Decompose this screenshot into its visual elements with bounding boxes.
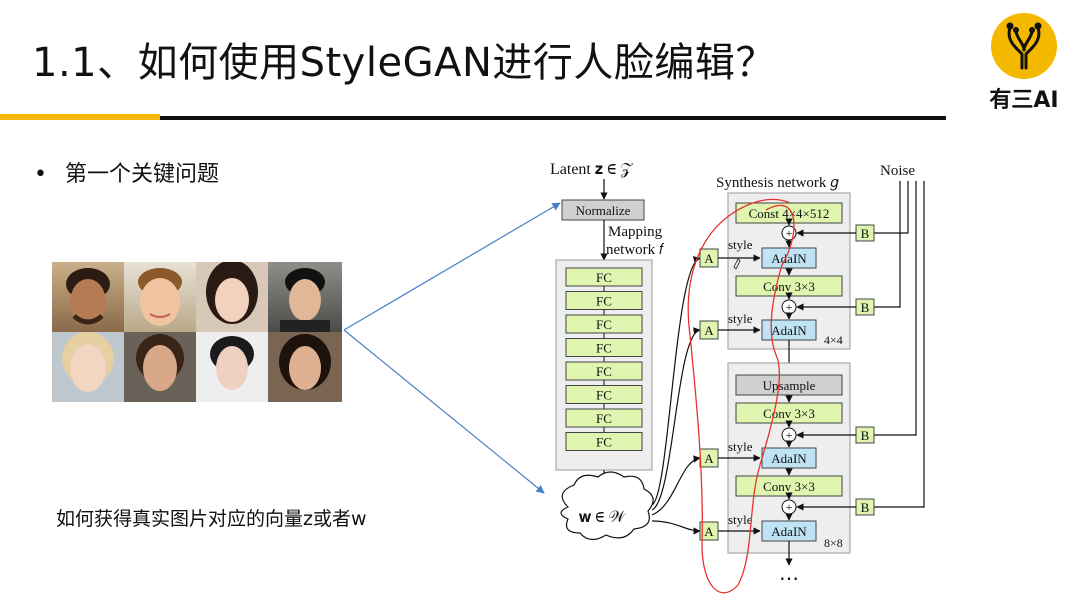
- svg-text:+: +: [786, 300, 793, 314]
- logo-text: 有三AI: [989, 88, 1059, 113]
- latent-label: Latent 𝐳 ∈ 𝒵: [550, 161, 633, 178]
- const-label: Const 4×4×512: [749, 206, 830, 221]
- face-photo: [268, 332, 342, 402]
- svg-text:+: +: [786, 226, 793, 240]
- face-photo: [124, 332, 196, 402]
- resolution-label-4x4: 4×4: [824, 333, 843, 347]
- a-label: A: [704, 251, 714, 266]
- fc-label: FC: [596, 294, 612, 309]
- adain-label: AdaIN: [771, 524, 807, 539]
- a-label: A: [704, 451, 714, 466]
- face-photo: [196, 260, 268, 332]
- fc-label: FC: [596, 364, 612, 379]
- stylegan-architecture-diagram: Latent 𝐳 ∈ 𝒵 Normalize Mapping network 𝑓…: [343, 161, 925, 594]
- conv-label: Conv 3×3: [763, 479, 815, 494]
- adain-label: AdaIN: [771, 323, 807, 338]
- conv-label: Conv 3×3: [763, 406, 815, 421]
- fc-label: FC: [596, 270, 612, 285]
- red-annotation-stroke: [687, 198, 795, 594]
- svg-text:+: +: [786, 500, 793, 514]
- face-photo: [196, 332, 268, 402]
- w-latent-cloud: [560, 471, 654, 541]
- brand-logo: 有三AI: [986, 10, 1062, 113]
- fc-label: FC: [596, 435, 612, 450]
- pointer-line-to-w: [343, 329, 545, 494]
- face-photo: [52, 262, 124, 332]
- noise-add-node: +: [781, 427, 797, 443]
- a-label: A: [704, 524, 714, 539]
- style-label: style: [728, 311, 753, 326]
- adain-label: AdaIN: [771, 251, 807, 266]
- b-label: B: [861, 226, 870, 241]
- fc-label: FC: [596, 388, 612, 403]
- mapping-label-network: network 𝑓: [606, 242, 665, 258]
- pointer-line-to-normalize: [343, 202, 561, 331]
- mapping-label: Mapping: [608, 224, 663, 240]
- logo-icon: [991, 13, 1057, 79]
- style-label: style: [728, 439, 753, 454]
- fc-layer: [565, 432, 643, 451]
- bullet-item: • 第一个关键问题: [34, 156, 219, 188]
- noise-add-node: +: [781, 299, 797, 315]
- title-underline: [160, 116, 946, 120]
- conv-label: Conv 3×3: [763, 279, 815, 294]
- fc-label: FC: [596, 411, 612, 426]
- fc-label: FC: [596, 341, 612, 356]
- face-photo: [268, 262, 342, 332]
- face-image-grid: [52, 260, 342, 402]
- upsample-label: Upsample: [763, 378, 816, 393]
- svg-text:+: +: [786, 428, 793, 442]
- b-label: B: [861, 428, 870, 443]
- b-label: B: [861, 500, 870, 515]
- w-label: 𝐰 ∈ 𝒲: [579, 509, 627, 526]
- noise-label: Noise: [880, 163, 915, 179]
- fc-label: FC: [596, 317, 612, 332]
- style-label: style: [728, 237, 753, 252]
- b-label: B: [861, 300, 870, 315]
- a-label: A: [704, 323, 714, 338]
- resolution-label-8x8: 8×8: [824, 536, 843, 550]
- style-label: style: [728, 512, 753, 527]
- bullet-dot: •: [34, 162, 47, 187]
- normalize-label: Normalize: [576, 203, 631, 218]
- adain-label: AdaIN: [771, 451, 807, 466]
- question-text: 如何获得真实图片对应的向量z或者w: [56, 508, 367, 530]
- face-photo: [124, 262, 196, 332]
- normalize-block: [561, 199, 645, 221]
- face-photo: [52, 332, 124, 402]
- synthesis-label: Synthesis network 𝑔: [716, 175, 839, 191]
- noise-add-node: +: [781, 499, 797, 515]
- continuation-ellipsis: ⋯: [779, 568, 799, 590]
- bullet-text: 第一个关键问题: [64, 162, 219, 187]
- fc-stack: FC FC FC FC FC FC FC FC: [565, 267, 643, 451]
- title-underline-accent: [0, 114, 160, 120]
- slide-title: 1.1、如何使用StyleGAN进行人脸编辑？: [32, 40, 776, 86]
- pencil-icon: [733, 258, 741, 270]
